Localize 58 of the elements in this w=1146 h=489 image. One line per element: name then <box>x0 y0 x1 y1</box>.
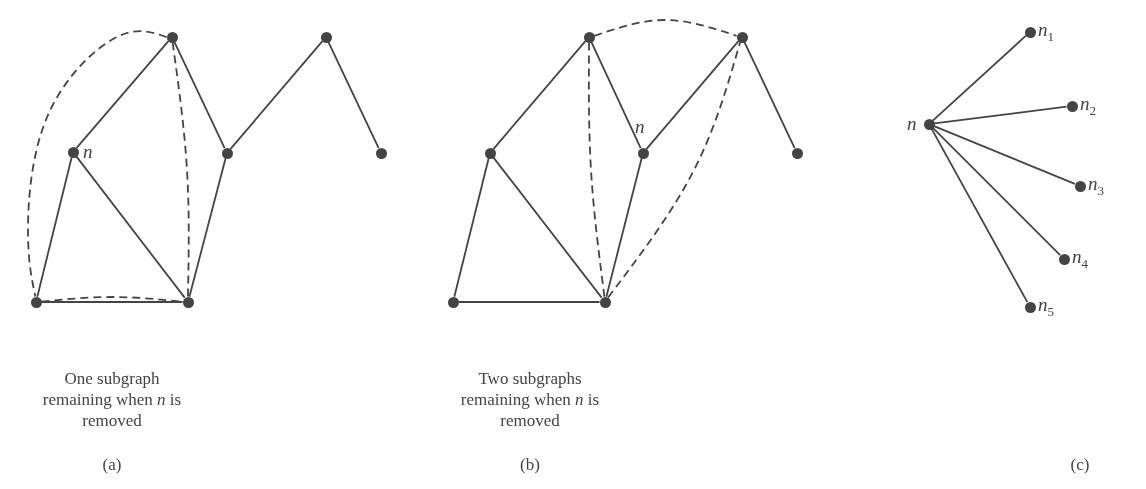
graph-edge <box>457 301 601 303</box>
graph-vertex <box>30 296 42 308</box>
graph-edge <box>173 41 226 149</box>
vertex-label: n$_{1}$ <box>1038 20 1054 46</box>
graph-vertex <box>583 31 595 43</box>
panel-label: (c) <box>1069 454 1091 475</box>
graph-edge <box>453 157 490 298</box>
dashed-edge <box>171 41 190 298</box>
graph-vertex <box>182 296 194 308</box>
vertex-label: n$_{4}$ <box>1072 247 1088 273</box>
graph-edge <box>36 156 73 298</box>
graph-vertex <box>791 147 803 159</box>
vertex-label: n <box>635 117 645 137</box>
graph-vertex <box>484 147 496 159</box>
dashed-edge <box>607 41 741 299</box>
graph-edge <box>933 125 1076 185</box>
graph-edge <box>645 40 740 150</box>
dashed-edge <box>587 41 606 298</box>
vertex-label: n$_{3}$ <box>1088 174 1104 200</box>
graph-vertex <box>221 147 233 159</box>
vertex-label: n$_{5}$ <box>1038 295 1054 321</box>
graph-edge <box>229 40 324 150</box>
panel-label: (b) <box>519 454 541 475</box>
graph-edge <box>327 41 380 149</box>
graph-vertex <box>320 31 332 43</box>
graph-vertex <box>1066 100 1078 112</box>
graph-edge <box>743 41 796 149</box>
vertex-label: n <box>907 114 917 134</box>
graph-edge <box>605 157 643 298</box>
graph-edge <box>492 156 603 299</box>
graph-edge <box>75 40 170 149</box>
graph-vertex <box>1024 301 1036 313</box>
graph-vertex <box>599 296 611 308</box>
graph-vertex <box>166 31 178 43</box>
graph-edge <box>932 34 1027 122</box>
graph-edge <box>933 105 1068 125</box>
graph-vertex <box>447 296 459 308</box>
graph-edge <box>930 127 1029 304</box>
graph-vertex <box>67 146 79 158</box>
graph-vertex <box>1074 180 1086 192</box>
graph-edge <box>75 155 186 299</box>
caption-text: One subgraph remaining when n is removed <box>41 368 183 431</box>
vertex-label: n$_{2}$ <box>1080 94 1096 120</box>
graph-edge <box>40 301 184 303</box>
graph-vertex <box>375 147 387 159</box>
caption-text: Two subgraphs remaining when n is removed <box>459 368 601 431</box>
vertex-label: n <box>83 142 93 162</box>
graph-edge <box>188 157 227 298</box>
graph-edge <box>492 40 587 150</box>
graph-vertex <box>1058 253 1070 265</box>
panel-label: (a) <box>101 454 123 475</box>
graph-vertex <box>1024 26 1036 38</box>
graph-vertex <box>637 147 649 159</box>
graph-vertex <box>923 118 935 130</box>
dashed-edge <box>27 30 168 298</box>
graph-vertex <box>736 31 748 43</box>
graph-edge <box>932 127 1061 256</box>
graph-edge <box>590 41 642 149</box>
